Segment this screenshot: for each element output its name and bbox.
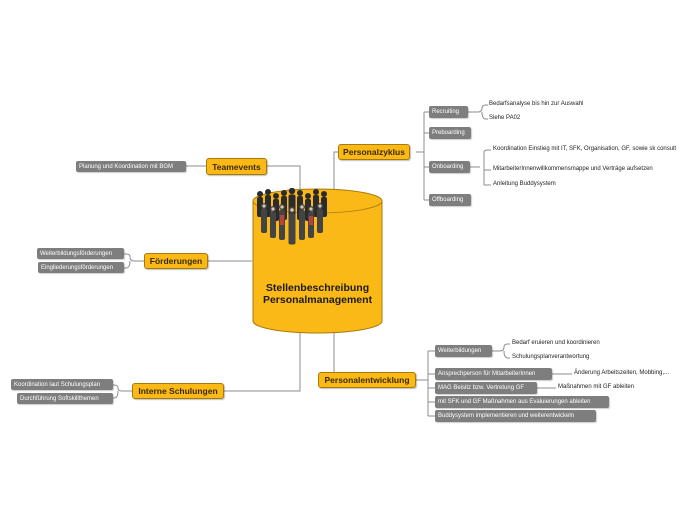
subtopic-preboarding[interactable]: Preboarding (429, 127, 471, 139)
connector-interne (224, 332, 301, 392)
connector-teamevents (266, 165, 301, 190)
leaf-massnahmen-gf: Maßnahmen mit GF ableiten (558, 384, 635, 390)
topic-foerderungen[interactable]: Förderungen (144, 253, 208, 269)
subtopic-koordination-schulungsplan[interactable]: Koordination laut Schulungsplan (11, 379, 113, 390)
subtopic-buddysystem[interactable]: Buddysystem implementieren und weiterent… (435, 410, 596, 422)
central-title-line2: Personalmanagement (262, 294, 373, 306)
connector-onboarding-leaves (470, 149, 491, 186)
connector-foerderungen-children (124, 253, 144, 269)
connector-entwicklung-children (416, 350, 435, 417)
leaf-bedarfsanalyse: Bedarfsanalyse bis hin zur Auswahl (489, 101, 584, 107)
subtopic-weiterbildungen[interactable]: Weiterbildungen (435, 345, 492, 357)
connector-interne-children (113, 384, 132, 399)
leaf-schulungsplanverantwortung: Schulungsplanverantwortung (512, 354, 590, 360)
leaf-siehe-pa02: Siehe PA02 (489, 115, 521, 121)
connector-recruiting-leaves (468, 104, 488, 120)
subtopic-durchfuehrung-softskill[interactable]: Durchführung Softskillthemen (17, 393, 113, 404)
topic-personalentwicklung[interactable]: Personalentwicklung (318, 372, 416, 388)
connector-weiterbildungen-leaves (492, 343, 510, 359)
subtopic-weiterbildungsfoerderungen[interactable]: Weiterbildungsförderungen (37, 248, 124, 259)
leaf-bedarf-eruieren: Bedarf eruieren und koordinieren (512, 340, 600, 346)
leaf-willkommensmappe: MitarbeiterInnenwillkommensmappe und Ver… (493, 166, 653, 172)
subtopic-offboarding[interactable]: Offboarding (429, 194, 471, 206)
subtopic-ansprechperson[interactable]: Ansprechperson für MitarbeiterInnen (435, 368, 552, 380)
topic-teamevents[interactable]: Teamevents (206, 158, 267, 175)
team-photo-image (257, 188, 327, 245)
topic-interne-schulungen[interactable]: Interne Schulungen (132, 383, 224, 399)
connector-zyklus-children (416, 111, 429, 201)
subtopic-mag-beisitz[interactable]: MAG Beisitz bzw. Vertretung GF (435, 382, 537, 394)
central-topic-title: Stellenbeschreibung Personalmanagement (252, 282, 383, 306)
connector-zyklus (333, 151, 338, 190)
subtopic-planung-koordination[interactable]: Planung und Koordination mit BGM (76, 161, 186, 172)
central-topic[interactable]: Stellenbeschreibung Personalmanagement (252, 188, 383, 334)
subtopic-sfk-massnahmen[interactable]: mit SFK und GF Maßnahmen aus Evaluierung… (435, 396, 609, 408)
topic-personalzyklus[interactable]: Personalzyklus (338, 144, 410, 160)
leaf-anleitung-buddysystem: Anleitung Buddysystem (493, 181, 556, 187)
subtopic-onboarding[interactable]: Onboarding (429, 161, 470, 173)
subtopic-recruiting[interactable]: Recruiting (429, 106, 468, 118)
central-title-line1: Stellenbeschreibung (265, 282, 370, 294)
subtopic-eingliederungsfoerderungen[interactable]: Eingliederungsförderungen (38, 262, 124, 273)
leaf-aenderung-arbeitszeiten: Änderung Arbeitszeiten, Mobbing,... (574, 370, 670, 376)
leaf-koordination-einstieg: Koordination Einstieg mit IT, SFK, Organ… (493, 146, 677, 152)
